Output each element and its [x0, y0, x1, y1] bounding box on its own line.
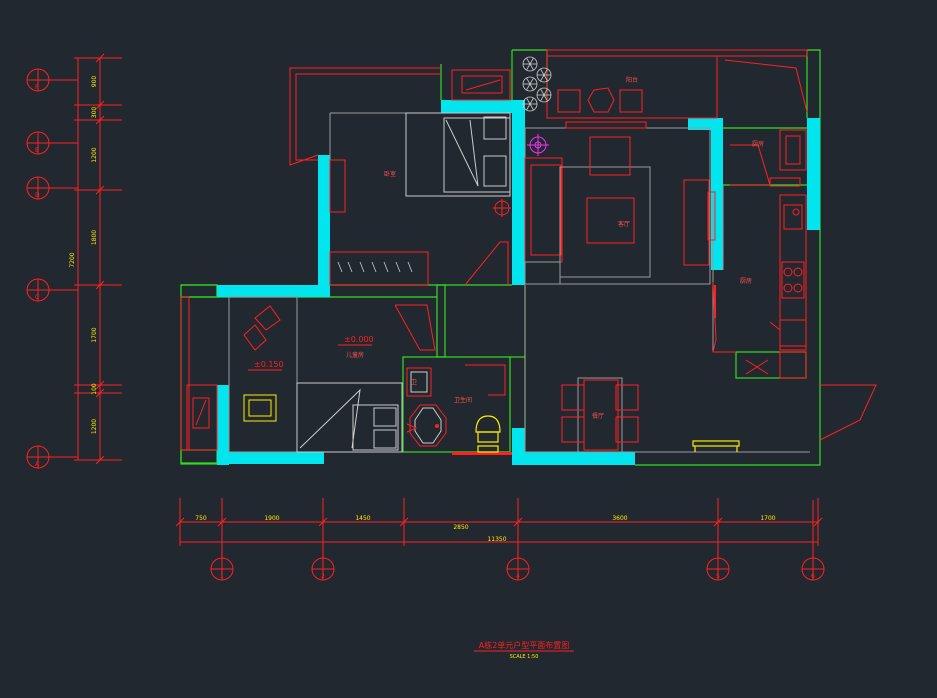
desk-chair: [243, 394, 277, 422]
wardrobe-hangers: [337, 261, 413, 273]
dim-bottom-3: 3600: [612, 515, 627, 522]
plant-icon: [522, 76, 538, 92]
plant-icon: [536, 87, 552, 103]
kid-room-furniture: [243, 304, 436, 453]
dim-left-2: 1200: [91, 147, 98, 162]
left-dimension-chain: 900 300 1200 1800 1700 100 1200 7200: [69, 53, 122, 465]
left-axis-grid: F E D C A: [26, 68, 78, 469]
dim-left-4: 1700: [91, 327, 98, 342]
dim-bottom-1: 1900: [264, 515, 279, 522]
balcony-furniture: [557, 87, 647, 129]
room-label-kitchen-top: 厨房: [752, 140, 764, 148]
master-bedroom: [329, 112, 511, 286]
bottom-dimension-chain: 750 1900 1450 3600 1700 2850 11350: [175, 498, 823, 546]
kitchen-fixtures: [712, 129, 807, 379]
dim-left-6: 1200: [91, 419, 98, 434]
structural-walls: [217, 100, 820, 465]
room-label-kitchen: 厨房: [740, 277, 752, 285]
room-label-bedroom: 卧室: [384, 170, 396, 178]
dim-left-3: 1800: [91, 230, 98, 245]
axis-label-5: 5: [716, 573, 720, 580]
axis-label-A: A: [35, 461, 40, 468]
drawing-scale: SCALE 1:50: [510, 654, 539, 660]
ceiling-lamp-icon: [527, 134, 549, 156]
axis-label-F: F: [35, 84, 39, 91]
room-label-wc: 卫: [411, 379, 417, 386]
room-label-living: 客厅: [618, 220, 630, 228]
axis-label-D: D: [35, 192, 40, 199]
shoe-cabinet: [692, 440, 740, 452]
dim-left-1: 300: [91, 107, 98, 119]
drawing-title: A栋2单元户型平面布置图: [479, 640, 570, 650]
room-label-balcony: 阳台: [626, 76, 638, 84]
room-label-kid-room: 儿童房: [346, 351, 364, 359]
axis-label-2: 2: [321, 573, 325, 580]
dim-bottom-mid: 2850: [453, 524, 468, 531]
axis-label-1: 1: [220, 573, 224, 580]
toilet-icon: [475, 415, 501, 453]
room-label-bathroom: 卫生间: [454, 396, 472, 404]
dim-bottom-0: 750: [195, 515, 207, 522]
level-main: ±0.000: [344, 335, 374, 344]
plant-icon: [536, 67, 552, 83]
living-room-furniture: [524, 136, 716, 285]
dim-bottom-total: 11350: [487, 536, 506, 543]
axis-label-6: 6: [811, 573, 815, 580]
axis-label-E: E: [35, 147, 39, 154]
room-label-dining: 餐厅: [592, 412, 604, 420]
axis-label-4: 4: [516, 573, 520, 580]
dim-left-0: 900: [91, 76, 98, 88]
dim-left-5: 100: [91, 383, 98, 395]
drawing-title-block: A栋2单元户型平面布置图 SCALE 1:50: [474, 640, 574, 660]
room-labels: 卧室 客厅 阳台 厨房 厨房 儿童房 卫生间 餐厅 卫: [346, 76, 764, 420]
dim-bottom-2: 1450: [355, 515, 370, 522]
potted-plants: [522, 56, 552, 112]
level-marks: ±0.000 ±0.150: [248, 335, 374, 371]
plant-icon: [522, 96, 538, 112]
balcony-frames: [180, 49, 877, 451]
dim-left-total: 7200: [69, 252, 76, 267]
dim-bottom-4: 1700: [760, 515, 775, 522]
dining-set: [561, 377, 639, 453]
level-lower: ±0.150: [254, 360, 284, 369]
plant-icon: [522, 56, 538, 72]
bathroom-fixtures: [406, 364, 506, 447]
axis-label-C: C: [35, 294, 39, 301]
